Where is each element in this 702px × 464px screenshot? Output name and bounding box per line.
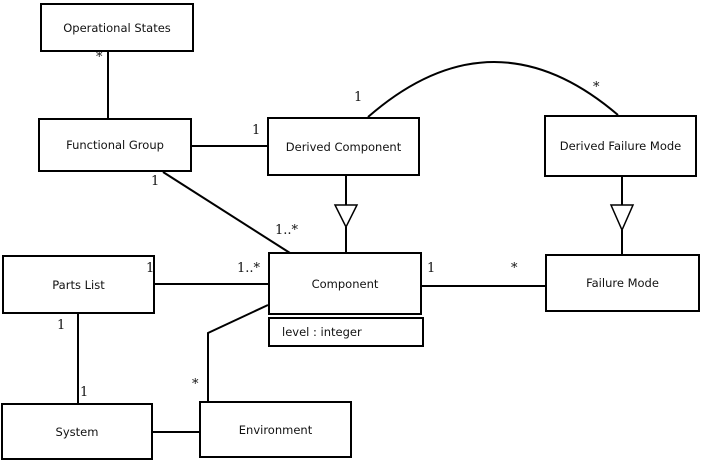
class-component[interactable]: Component [268,252,422,315]
class-name-label: Parts List [52,277,105,292]
generalization-triangle-icon [609,204,635,232]
class-component-attributes[interactable]: level : integer [268,317,424,347]
multiplicity-operational-states: * [96,50,103,65]
multiplicity-environment-component: * [192,377,199,392]
multiplicity-functional-group-source: 1 [151,174,160,189]
class-functional-group[interactable]: Functional Group [38,118,192,172]
multiplicity-arc-derived-component: 1 [354,90,363,105]
attribute-label: level : integer [282,325,362,339]
class-failure-mode[interactable]: Failure Mode [545,254,700,312]
class-name-label: Component [311,276,379,291]
class-operational-states[interactable]: Operational States [40,3,194,52]
association-environment-component [207,304,269,401]
class-name-label: Failure Mode [586,276,659,290]
multiplicity-parts-list-system-dest: 1 [80,385,89,400]
multiplicity-component-failure-dest: * [511,261,518,276]
class-environment[interactable]: Environment [199,401,352,458]
class-name-label: Operational States [63,20,171,35]
multiplicity-component-failure-source: 1 [427,261,436,276]
multiplicity-parts-list-source: 1 [146,261,155,276]
generalization-triangle-icon [333,204,359,229]
multiplicity-parts-list-component: 1..* [237,261,261,276]
class-name-label: Derived Component [285,139,402,154]
class-parts-list[interactable]: Parts List [2,255,155,314]
class-name-label: Functional Group [66,138,164,152]
class-name-label: Environment [238,422,313,437]
association-functional-group-component [162,171,291,254]
class-name-label: System [55,424,99,439]
class-derived-failure-mode[interactable]: Derived Failure Mode [544,115,697,177]
multiplicity-derived-component-left: 1 [252,123,261,138]
class-derived-component[interactable]: Derived Component [267,117,420,176]
class-system[interactable]: System [1,403,153,460]
multiplicity-functional-group-component: 1..* [275,223,299,238]
association-arc-derived-component-derived-failure-mode [367,61,619,118]
multiplicity-parts-list-system-source: 1 [57,318,66,333]
multiplicity-arc-derived-failure-mode: * [593,80,600,95]
class-name-label: Derived Failure Mode [559,139,682,153]
